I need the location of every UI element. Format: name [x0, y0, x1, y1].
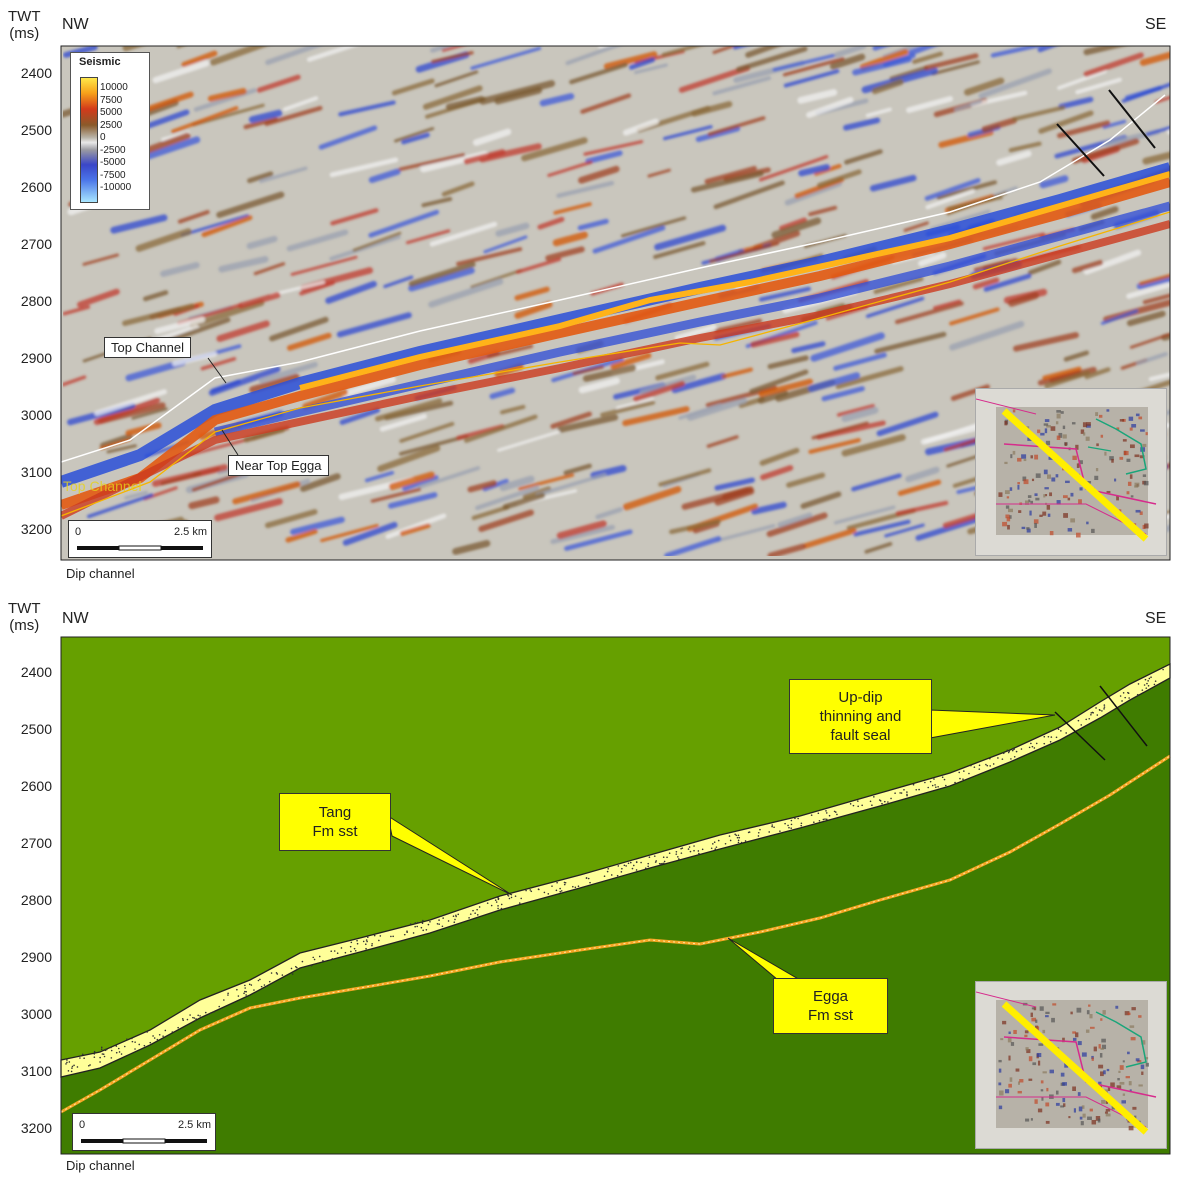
- interpretation-panel: TWT (ms) NW SE 2400 2500 2600 2700 2800 2900 3…: [0, 590, 1181, 1180]
- y-tick-label: 2800: [20, 293, 52, 309]
- updip-callout-line3: fault seal: [830, 727, 891, 744]
- y-tick-label: 2500: [20, 122, 52, 138]
- axis-title-twt: TWT: [8, 8, 41, 25]
- legend-value: 10000: [100, 82, 128, 93]
- fault-line: [1108, 89, 1156, 149]
- panel-caption: Dip channel: [66, 1158, 135, 1173]
- updip-callout: Up-dip thinning and fault seal: [789, 679, 932, 754]
- scale-end: 2.5 km: [173, 526, 207, 538]
- y-tick-label: 3000: [20, 1006, 52, 1022]
- axis-title-unit: (ms): [9, 617, 40, 634]
- y-tick-label: 2700: [20, 236, 52, 252]
- legend-value: -2500: [100, 144, 126, 156]
- lower-unit-fill: [61, 678, 1170, 1154]
- section-line: [1001, 1001, 1149, 1135]
- y-tick-label: 2600: [20, 179, 52, 195]
- y-tick-label: 2900: [20, 949, 52, 965]
- tang-callout-line2: Fm sst: [312, 823, 358, 840]
- axis-title: TWT (ms): [8, 600, 40, 634]
- legend-value: 7500: [100, 94, 123, 106]
- top-channel-label: Top Channel: [104, 337, 191, 358]
- seismic-horizons: [61, 89, 1170, 520]
- legend-value: 0: [100, 132, 106, 143]
- legend-value: 5000: [100, 107, 123, 118]
- y-tick-label: 3100: [20, 1063, 52, 1079]
- location-map-inset: [975, 388, 1167, 556]
- axis-title-twt: TWT: [8, 600, 41, 617]
- lower-blue-band: [213, 201, 1170, 437]
- top-channel-faint-label: Top Channel: [63, 478, 142, 494]
- updip-callout-line2: thinning and: [819, 708, 902, 725]
- bright-reflector-band: [299, 171, 1170, 391]
- sandstone-stipple: [65, 668, 1164, 1073]
- seismic-panel: TWT (ms) NW SE 2400 2500 2600 2700 2800 2900 3…: [8, 8, 1171, 581]
- legend-title: Seismic: [79, 56, 121, 68]
- direction-nw: NW: [62, 16, 89, 33]
- orange-reflector-band: [61, 177, 1170, 510]
- lower-red-band: [61, 220, 1170, 520]
- section-line: [1001, 408, 1149, 542]
- scale-start: 0: [79, 1119, 86, 1131]
- y-tick-label: 2400: [20, 65, 52, 81]
- y-tick-label: 2400: [20, 664, 52, 680]
- axis-title: TWT (ms): [8, 8, 40, 42]
- y-tick-label: 2900: [20, 350, 52, 366]
- direction-se: SE: [1145, 16, 1167, 33]
- y-tick-label: 3000: [20, 407, 52, 423]
- direction-se: SE: [1145, 610, 1167, 627]
- updip-callout-line1: Up-dip: [838, 689, 883, 706]
- y-tick-label: 2700: [20, 835, 52, 851]
- direction-nw: NW: [62, 610, 89, 627]
- legend-colorbar: [80, 77, 98, 203]
- scale-start: 0: [75, 526, 82, 538]
- scale-bar: 0 2.5 km: [72, 1113, 216, 1151]
- legend-value: 2500: [100, 119, 123, 131]
- tang-callout: Tang Fm sst: [279, 793, 391, 851]
- near-top-egga-horizon: [61, 211, 1170, 517]
- y-tick-label: 3100: [20, 464, 52, 480]
- scale-bar: 0 2.5 km: [68, 520, 212, 558]
- blue-reflector-band: [61, 162, 1170, 488]
- fault-line: [1054, 711, 1106, 761]
- legend-value: -7500: [100, 169, 126, 181]
- near-top-egga-label: Near Top Egga: [228, 455, 329, 476]
- egga-callout: Egga Fm sst: [773, 978, 888, 1034]
- legend-value: -10000: [100, 182, 132, 193]
- tang-callout-line1: Tang: [318, 804, 352, 821]
- fault-line: [1056, 123, 1105, 177]
- y-tick-label: 3200: [20, 1120, 52, 1136]
- y-tick-label: 2800: [20, 892, 52, 908]
- fault-line: [1099, 685, 1148, 747]
- scale-end: 2.5 km: [177, 1119, 211, 1131]
- y-tick-label: 3200: [20, 521, 52, 537]
- y-tick-label: 2600: [20, 778, 52, 794]
- location-map-inset: [975, 981, 1167, 1149]
- egga-callout-line1: Egga: [812, 988, 849, 1005]
- axis-title-unit: (ms): [9, 25, 40, 42]
- panel-caption: Dip channel: [66, 566, 135, 581]
- geological-interpretation: [60, 636, 1171, 1155]
- egga-callout-line2: Fm sst: [808, 1007, 853, 1024]
- top-channel-horizon: [61, 94, 1166, 463]
- legend-value: -5000: [100, 157, 126, 168]
- y-tick-label: 2500: [20, 721, 52, 737]
